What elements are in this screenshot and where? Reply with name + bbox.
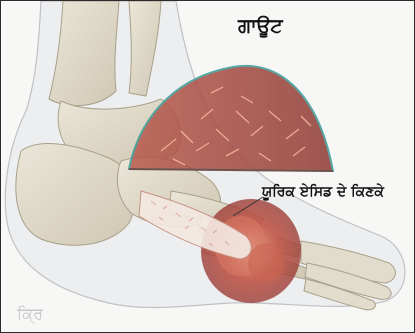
page-title: ਗਾਊਟ	[238, 15, 283, 37]
uric-acid-crystals-label: ਯੂਰਿਕ ਏਸਿਡ ਦੇ ਕਿਣਕੇ	[262, 184, 384, 200]
watermark-logo: ਕ੍ਰਿ	[17, 304, 46, 324]
